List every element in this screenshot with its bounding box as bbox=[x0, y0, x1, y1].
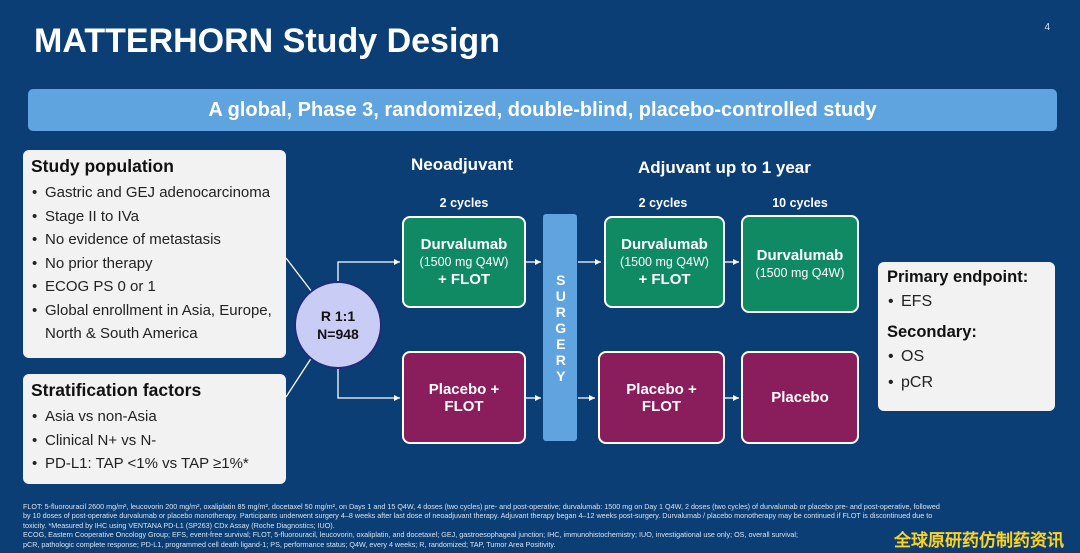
stratification-heading: Stratification factors bbox=[31, 380, 202, 400]
list-item: Clinical N+ vs N- bbox=[31, 429, 278, 453]
secondary-endpoint-list: OS pCR bbox=[887, 344, 1046, 396]
mono-cycles-label: 10 cycles bbox=[772, 196, 828, 210]
durvalumab-adjuvant-box: Durvalumab (1500 mg Q4W) + FLOT bbox=[604, 216, 725, 308]
footnote-line: ECOG, Eastern Cooperative Oncology Group… bbox=[23, 530, 799, 540]
page-title: MATTERHORN Study Design bbox=[34, 22, 500, 60]
study-population-heading: Study population bbox=[31, 156, 174, 176]
study-population-list: Gastric and GEJ adenocarcinoma Stage II … bbox=[31, 181, 278, 346]
arm-drug: Placebo + bbox=[626, 380, 697, 398]
list-item: No evidence of metastasis bbox=[31, 228, 278, 252]
endpoints-card: Primary endpoint: EFS Secondary: OS pCR bbox=[878, 262, 1055, 411]
arrow-to-placebo-neo bbox=[337, 369, 400, 401]
list-item: EFS bbox=[887, 289, 1046, 315]
arm-drug: Placebo + bbox=[428, 380, 500, 398]
arm-drug: Durvalumab bbox=[621, 236, 708, 253]
study-banner: A global, Phase 3, randomized, double-bl… bbox=[28, 89, 1057, 131]
placebo-monotherapy-box: Placebo bbox=[741, 351, 859, 444]
durvalumab-neoadjuvant-box: Durvalumab (1500 mg Q4W) + FLOT bbox=[402, 216, 526, 308]
surgery-label: SURGERY bbox=[552, 271, 569, 384]
placebo-adjuvant-box: Placebo + FLOT bbox=[598, 351, 725, 444]
primary-endpoint-list: EFS bbox=[887, 289, 1046, 315]
list-item: Stage II to IVa bbox=[31, 205, 278, 229]
footnote-line: by 10 doses of post-operative durvalumab… bbox=[23, 511, 933, 521]
adjuvant-label: Adjuvant up to 1 year bbox=[638, 158, 811, 177]
secondary-endpoint-heading: Secondary: bbox=[887, 323, 977, 341]
surgery-bar: SURGERY bbox=[543, 214, 577, 441]
arm-combo: + FLOT bbox=[437, 271, 491, 288]
watermark: 全球原研药仿制药资讯 bbox=[894, 531, 1064, 550]
list-item: OS bbox=[887, 344, 1046, 370]
footnote: FLOT: 5-fluorouracil 2600 mg/m², leucovo… bbox=[23, 502, 1033, 549]
arm-drug: Durvalumab bbox=[756, 246, 844, 264]
population-connector bbox=[285, 257, 313, 293]
arm-dose: (1500 mg Q4W) bbox=[620, 255, 709, 269]
arm-combo: + FLOT bbox=[638, 271, 691, 288]
list-item: ECOG PS 0 or 1 bbox=[31, 275, 278, 299]
footnote-line: toxicity. *Measured by IHC using VENTANA… bbox=[23, 520, 335, 530]
stratification-list: Asia vs non-Asia Clinical N+ vs N- PD-L1… bbox=[31, 405, 278, 476]
list-item: No prior therapy bbox=[31, 252, 278, 276]
arm-combo: FLOT bbox=[444, 397, 484, 415]
neo-cycles-label: 2 cycles bbox=[439, 196, 489, 210]
arm-dose: (1500 mg Q4W) bbox=[755, 265, 845, 280]
placebo-neoadjuvant-box: Placebo + FLOT bbox=[402, 351, 526, 444]
stratification-connector bbox=[285, 356, 313, 398]
arm-drug: Durvalumab bbox=[420, 236, 508, 253]
list-item: Asia vs non-Asia bbox=[31, 405, 278, 429]
page-number: 4 bbox=[1044, 22, 1050, 33]
list-item: Global enrollment in Asia, Europe, North… bbox=[31, 299, 278, 346]
primary-endpoint-heading: Primary endpoint: bbox=[887, 268, 1029, 286]
footnote-line: FLOT: 5-fluorouracil 2600 mg/m², leucovo… bbox=[23, 502, 940, 511]
study-population-card: Study population Gastric and GEJ adenoca… bbox=[23, 150, 286, 358]
arm-drug: Placebo bbox=[771, 389, 829, 406]
footnote-line: pCR, pathologic complete response; PD-L1… bbox=[23, 539, 556, 549]
randomization-node: R 1:1 N=948 bbox=[294, 281, 382, 369]
arrow-to-durva-neo bbox=[337, 259, 400, 281]
arm-combo: FLOT bbox=[641, 397, 682, 415]
adj-cycles-label: 2 cycles bbox=[638, 196, 688, 210]
randomization-ratio: R 1:1 bbox=[320, 308, 356, 324]
list-item: pCR bbox=[887, 370, 1046, 396]
randomization-n: N=948 bbox=[317, 326, 359, 342]
neoadjuvant-label: Neoadjuvant bbox=[411, 155, 514, 174]
list-item: Gastric and GEJ adenocarcinoma bbox=[31, 181, 278, 205]
list-item: PD-L1: TAP <1% vs TAP ≥1%* bbox=[31, 452, 278, 476]
durvalumab-monotherapy-box: Durvalumab (1500 mg Q4W) bbox=[741, 215, 859, 313]
stratification-card: Stratification factors Asia vs non-Asia … bbox=[23, 374, 286, 484]
arm-dose: (1500 mg Q4W) bbox=[419, 255, 509, 269]
